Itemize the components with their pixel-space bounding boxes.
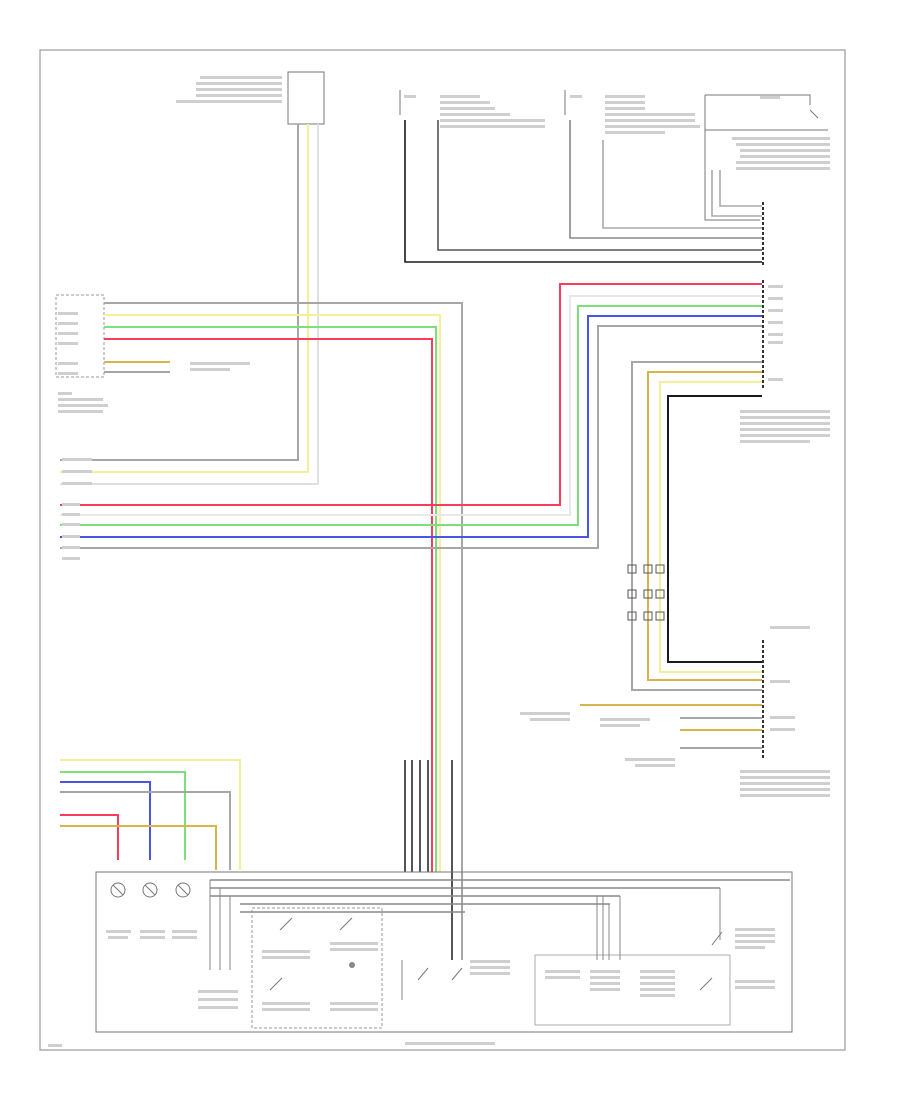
lamp-2	[142, 882, 158, 898]
wire-white-long	[60, 295, 762, 516]
right-lower-unit	[740, 626, 830, 797]
wire-red-long	[60, 283, 762, 506]
right-lower-unit-wires	[580, 704, 762, 749]
top-sensor-block	[176, 71, 325, 125]
page-ref-placeholder	[48, 1044, 62, 1047]
top-sensor-text-1	[200, 76, 282, 79]
top-switch-b	[564, 90, 700, 134]
bottom-right-blocks	[545, 896, 675, 997]
top-switch-a	[399, 90, 545, 128]
wire-white-sensor	[60, 124, 319, 485]
bottom-caption-placeholder	[405, 1042, 495, 1045]
bottom-far-right-switches	[699, 888, 775, 991]
bottom-switch-group	[251, 907, 383, 1029]
harness-bundle	[404, 750, 463, 960]
lower-left-wires	[60, 759, 241, 870]
bottom-lamps	[106, 882, 197, 939]
wire-gray-left-top	[104, 302, 463, 870]
top-sensor-text-2	[196, 82, 282, 85]
right-ground-labels	[520, 712, 675, 767]
lamp-1	[110, 882, 126, 898]
top-black-wires	[404, 120, 762, 263]
bottom-center-switch	[401, 960, 510, 1000]
left-connector	[55, 294, 108, 413]
long-harness-wires	[60, 283, 762, 549]
left-connector-wires	[104, 302, 463, 870]
top-sensor-text-5	[176, 100, 282, 103]
wire-gray-long	[60, 325, 762, 549]
lamp-3	[175, 882, 191, 898]
wire-gray-sensor	[60, 124, 299, 461]
diagram-frame	[39, 49, 846, 1051]
sensor-wires	[60, 124, 319, 485]
wire-red-left	[104, 338, 433, 750]
wire-green-left	[104, 326, 437, 750]
right-unit-down-wires	[631, 361, 762, 691]
right-control-unit	[740, 280, 830, 443]
wire-yellow-sensor	[60, 124, 309, 473]
bottom-left-switch	[198, 880, 238, 1009]
wire-yellow-left	[104, 314, 441, 750]
top-sensor-text-3	[196, 88, 282, 91]
top-right-module	[704, 94, 830, 221]
top-sensor-text-4	[196, 94, 282, 97]
down-wire-markers	[627, 564, 665, 621]
wire-blue-long	[60, 315, 762, 538]
left-harness-labels	[62, 458, 92, 560]
wire-green-long	[60, 305, 762, 526]
bottom-panel	[95, 871, 793, 1033]
